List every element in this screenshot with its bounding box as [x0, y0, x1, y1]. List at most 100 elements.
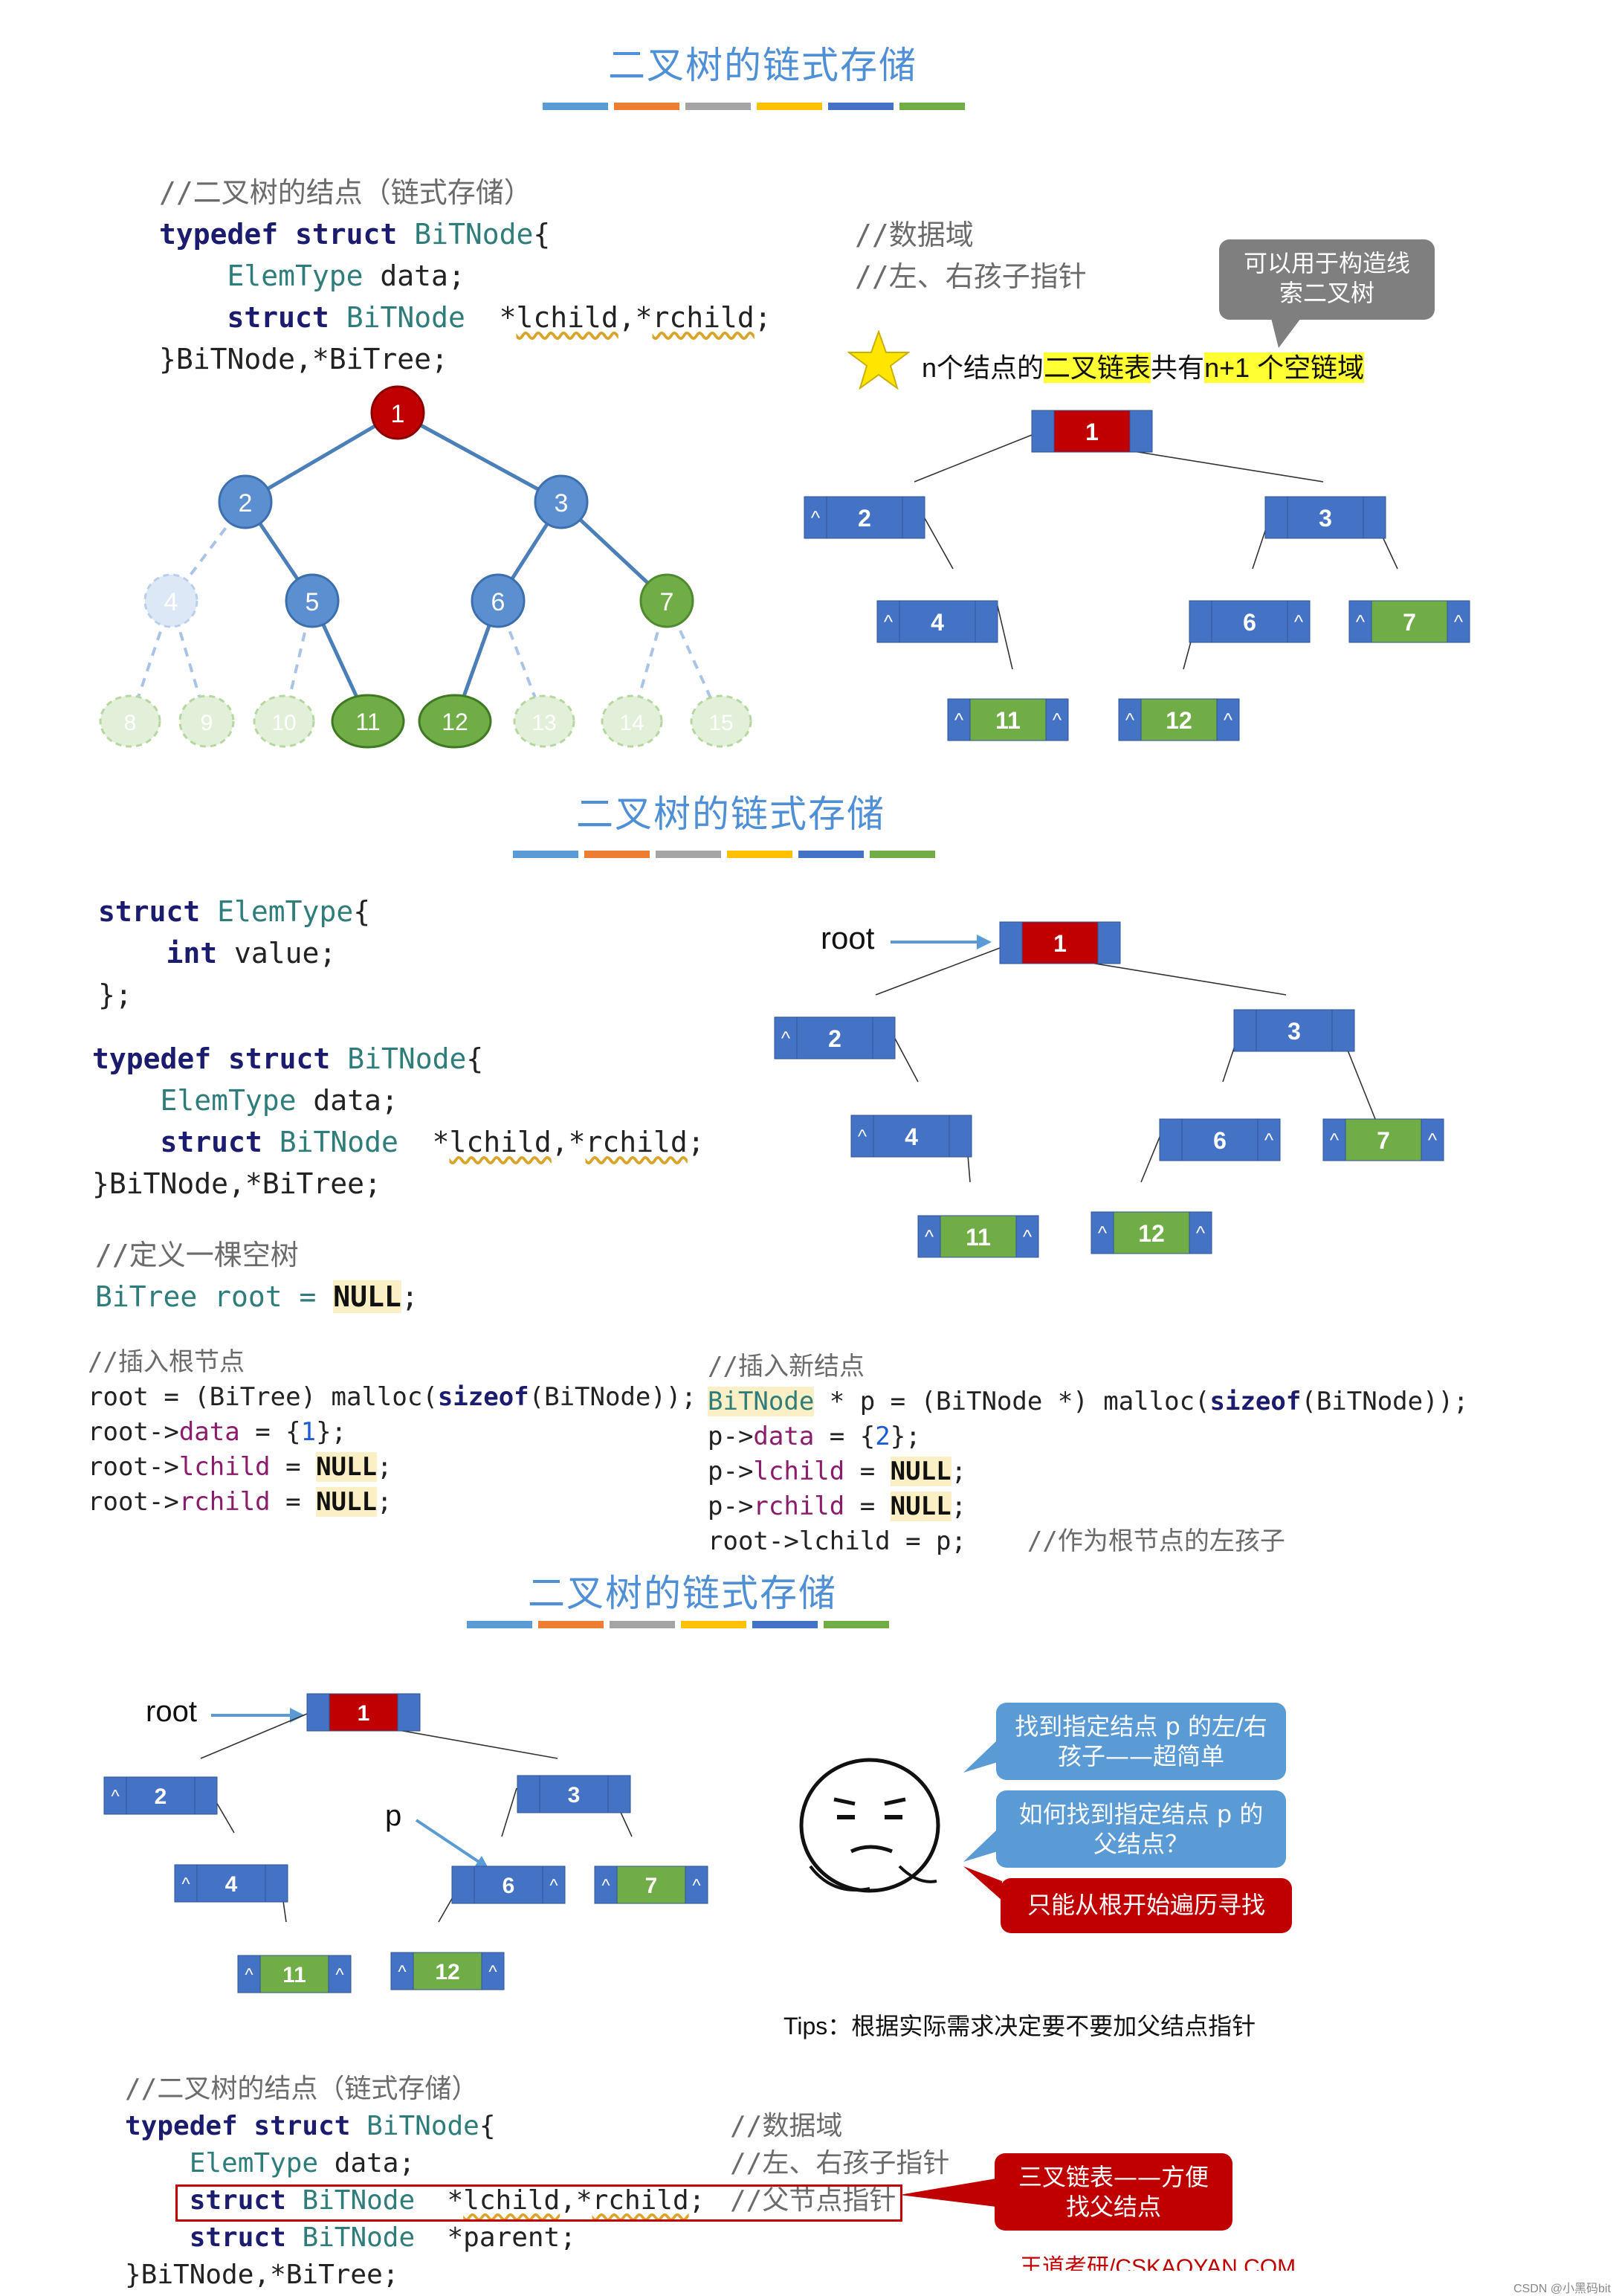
list-node-2: ^ 2 [103, 1776, 218, 1815]
p-label: p [385, 1799, 402, 1832]
list-node-12: ^ 12 ^ [390, 1952, 505, 1990]
tree-node-5: 5 [285, 573, 340, 628]
svg-text:^: ^ [1330, 1129, 1340, 1151]
insert-node-code: //插入新结点 BiTNode * p = (BiTNode *) malloc… [708, 1352, 1469, 1556]
svg-text:^: ^ [954, 709, 964, 731]
star-note: n个结点的二叉链表共有n+1 个空链域 [922, 352, 1365, 383]
section1-title: 二叉树的链式存储 [608, 44, 917, 87]
bitnode-struct-code: typedef struct BiTNode{ ElemType data; s… [92, 1042, 705, 1200]
svg-text:^: ^ [1098, 1222, 1108, 1244]
svg-text:7: 7 [660, 588, 674, 616]
svg-text:^: ^ [1053, 709, 1062, 731]
list-node-11: ^ 11 ^ [237, 1955, 352, 1993]
binary-linked-list-diagram-3: 1 ^ 2 3 ^ 4 6 ^ ^ 7 ^ ^ 11 [103, 1693, 708, 1993]
tree-node-9: 9 [201, 711, 213, 735]
comment-children-field: //左、右孩子指针 [730, 2148, 950, 2179]
svg-text:^: ^ [245, 1965, 253, 1985]
insert-root-code: //插入根节点 root = (BiTree) malloc(sizeof(Bi… [88, 1347, 697, 1517]
list-node-1: 1 [306, 1693, 421, 1732]
svg-text:^: ^ [111, 1787, 120, 1807]
color-bar [543, 103, 965, 110]
svg-text:^: ^ [601, 1876, 610, 1896]
svg-text:^: ^ [1023, 1225, 1033, 1248]
tree-node-3: 3 [534, 474, 589, 529]
svg-text:6: 6 [491, 588, 505, 616]
list-node-4: ^ 4 [876, 600, 998, 643]
svg-text:11: 11 [966, 1224, 991, 1251]
svg-text:^: ^ [335, 1965, 344, 1985]
thinking-face-icon [799, 1758, 940, 1893]
elemtype-struct-code: struct ElemType{ int value; }; [98, 895, 371, 1011]
svg-text:2: 2 [155, 1784, 167, 1809]
tree-node-15: 15 [708, 711, 733, 735]
list-node-6: 6 ^ [1159, 1118, 1281, 1161]
svg-text:11: 11 [282, 1963, 306, 1987]
callout-tail [963, 1866, 1002, 1900]
svg-text:^: ^ [1294, 610, 1304, 633]
svg-text:4: 4 [164, 588, 178, 616]
svg-text:7: 7 [1403, 609, 1416, 636]
svg-text:4: 4 [931, 609, 944, 636]
csdn-watermark: CSDN @小黑码bit [1513, 2283, 1611, 2295]
comment-parent-field: //父节点指针 [730, 2185, 896, 2216]
color-bar [513, 851, 935, 858]
section2-title: 二叉树的链式存储 [576, 793, 885, 836]
section3-title: 二叉树的链式存储 [528, 1572, 837, 1615]
svg-text:^: ^ [858, 1125, 867, 1147]
svg-text:7: 7 [645, 1874, 658, 1898]
svg-text:12: 12 [442, 709, 468, 735]
root-label: root [821, 920, 875, 955]
svg-text:^: ^ [781, 1027, 791, 1049]
parent-line-highlight [175, 2184, 902, 2222]
svg-text:12: 12 [1138, 1220, 1165, 1247]
svg-text:4: 4 [225, 1872, 238, 1897]
svg-text:6: 6 [1213, 1127, 1227, 1154]
svg-text:^: ^ [181, 1874, 190, 1894]
svg-text:^: ^ [549, 1876, 558, 1896]
tree-node-12: 12 [418, 694, 492, 749]
list-node-6-p: 6 ^ [451, 1866, 566, 1904]
svg-text:12: 12 [435, 1960, 459, 1984]
svg-text:^: ^ [1454, 610, 1464, 633]
svg-text:^: ^ [1356, 610, 1366, 633]
svg-text:1: 1 [358, 1701, 370, 1726]
svg-text:4: 4 [905, 1123, 918, 1150]
svg-text:^: ^ [1196, 1222, 1206, 1244]
list-node-3: 3 [517, 1775, 631, 1813]
list-node-12: ^ 12 ^ [1091, 1211, 1212, 1254]
trinary-node-struct-code: //二叉树的结点（链式存储） typedef struct BiTNode{ E… [125, 2074, 705, 2290]
list-node-6: 6 ^ [1189, 600, 1311, 643]
list-node-1: 1 [1031, 410, 1153, 453]
list-node-7: ^ 7 ^ [594, 1866, 708, 1904]
binary-linked-list-diagram-2: 1 ^ 2 3 ^ 4 6 ^ ^ 7 ^ ^ 11 [774, 921, 1444, 1258]
svg-text:^: ^ [925, 1225, 934, 1248]
callout-tail [963, 1829, 998, 1862]
svg-text:3: 3 [1319, 505, 1332, 532]
list-node-11: ^ 11 ^ [947, 698, 1069, 741]
callout-trinary-list: 三叉链表——方便找父结点 [995, 2153, 1232, 2231]
tree-node-11: 11 [331, 694, 405, 749]
list-node-3: 3 [1264, 496, 1386, 539]
svg-text:2: 2 [239, 489, 253, 517]
tree-node-2: 2 [218, 474, 273, 529]
svg-text:11: 11 [355, 709, 380, 735]
list-node-2: ^ 2 [804, 496, 925, 539]
tree-node-10: 10 [271, 711, 296, 735]
svg-text:1: 1 [391, 400, 405, 428]
svg-text:^: ^ [398, 1962, 407, 1982]
svg-text:12: 12 [1166, 707, 1192, 734]
callout-find-parent: 如何找到指定结点 p 的父结点？ [996, 1790, 1286, 1868]
node-struct-code: //二叉树的结点（链式存储） typedef struct BiTNode{ E… [159, 176, 772, 375]
tree-node-1: 1 [370, 385, 425, 440]
svg-text:^: ^ [1125, 709, 1135, 731]
svg-text:3: 3 [1287, 1018, 1301, 1045]
callout-tail [899, 2179, 996, 2207]
comment-data-field: //数据域 [730, 2111, 843, 2141]
color-bar [467, 1621, 889, 1628]
svg-text:2: 2 [828, 1025, 841, 1052]
svg-text:6: 6 [1243, 609, 1256, 636]
footer-site: 王道考研/CSKAOYAN.COM [1020, 2255, 1296, 2271]
empty-tree-code: //定义一棵空树 BiTree root = NULL; [95, 1239, 419, 1313]
list-node-7: ^ 7 ^ [1322, 1118, 1444, 1161]
thread-tree-callout: 可以用于构造线索二叉树 [1219, 239, 1435, 320]
